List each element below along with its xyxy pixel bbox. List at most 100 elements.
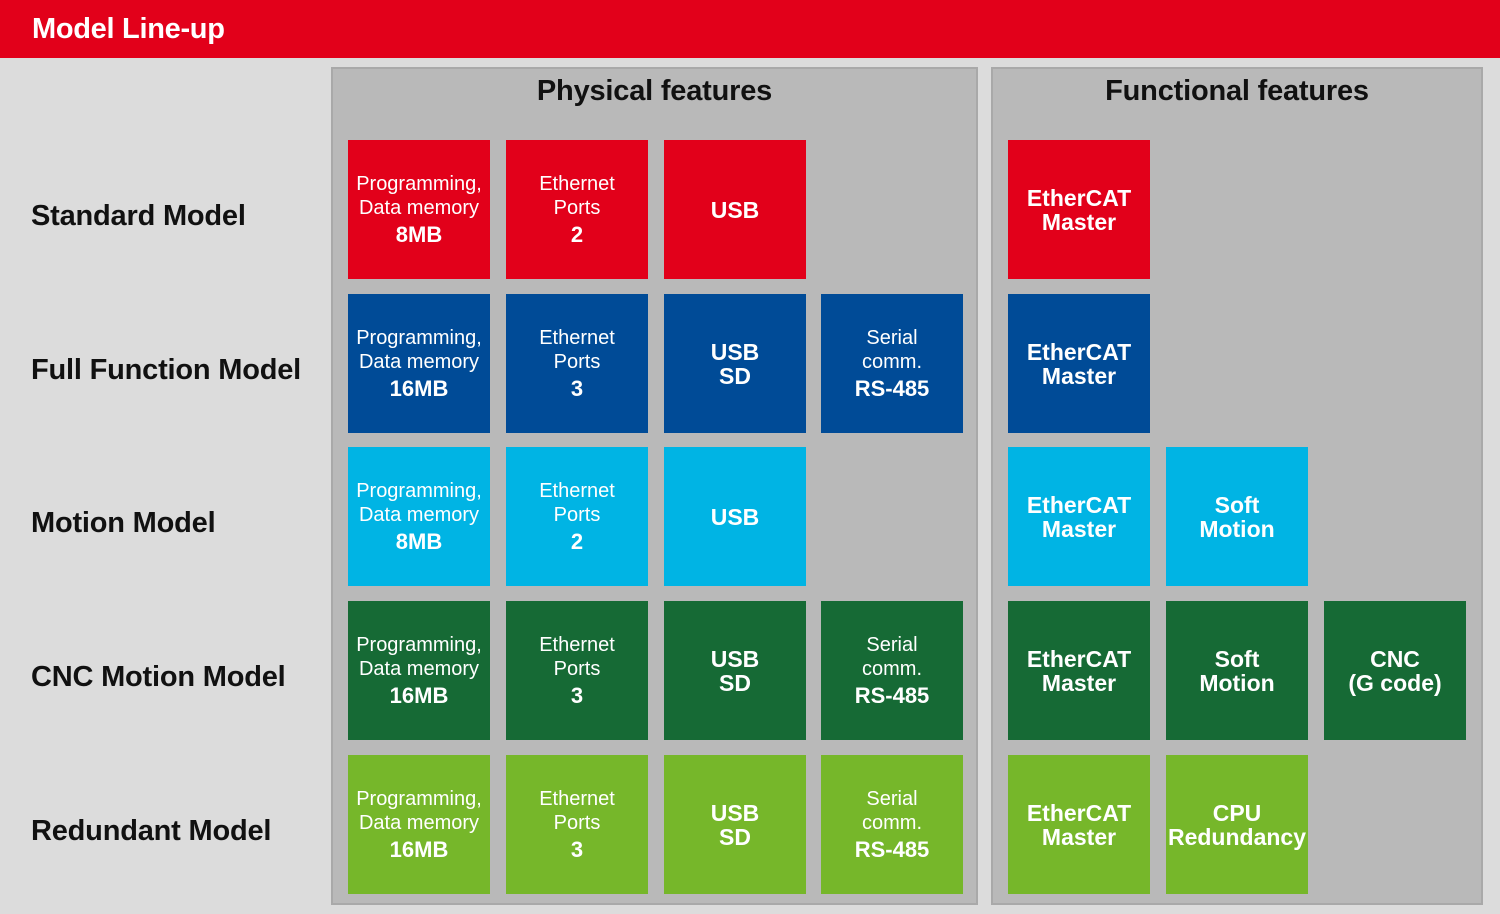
full-function-serial-cell: Serial comm. RS-485 (821, 294, 963, 433)
memory-line: Data memory (358, 811, 480, 834)
soft-motion-line: Soft (1214, 645, 1260, 672)
full-function-ethercat-cell: EtherCAT Master (1008, 294, 1150, 433)
serial-line: Serial (866, 326, 918, 349)
page-header: Model Line-up (0, 0, 1500, 58)
ethercat-line: EtherCAT (1026, 184, 1132, 211)
memory-line: Data memory (358, 657, 480, 680)
cnc-line: CNC (1370, 645, 1420, 672)
full-function-usb-sd-cell: USB SD (664, 294, 806, 433)
memory-size: 16MB (389, 682, 449, 708)
memory-size: 8MB (395, 221, 443, 247)
serial-line: comm. (862, 657, 922, 680)
ethernet-line: Ethernet (539, 326, 615, 349)
cnc-line: (G code) (1348, 669, 1442, 696)
redundant-cpu-redundancy-cell: CPU Redundancy (1166, 755, 1308, 894)
ethercat-line: Master (1041, 515, 1117, 542)
memory-line: Data memory (358, 503, 480, 526)
cnc-motion-memory-cell: Programming, Data memory 16MB (348, 601, 490, 740)
serial-standard: RS-485 (854, 375, 930, 401)
sd-label: SD (719, 669, 751, 696)
soft-motion-line: Soft (1214, 491, 1260, 518)
cnc-motion-cnc-cell: CNC (G code) (1324, 601, 1466, 740)
motion-memory-cell: Programming, Data memory 8MB (348, 447, 490, 586)
sd-label: SD (719, 823, 751, 850)
serial-standard: RS-485 (854, 682, 930, 708)
redundant-ethercat-cell: EtherCAT Master (1008, 755, 1150, 894)
functional-features-title: Functional features (1105, 75, 1369, 107)
memory-line: Programming, (356, 326, 482, 349)
motion-usb-cell: USB (664, 447, 806, 586)
memory-size: 16MB (389, 836, 449, 862)
ethercat-line: Master (1041, 669, 1117, 696)
redundant-usb-sd-cell: USB SD (664, 755, 806, 894)
memory-line: Programming, (356, 787, 482, 810)
cnc-motion-ethernet-cell: Ethernet Ports 3 (506, 601, 648, 740)
memory-line: Data memory (358, 196, 480, 219)
motion-ethernet-cell: Ethernet Ports 2 (506, 447, 648, 586)
standard-ethercat-cell: EtherCAT Master (1008, 140, 1150, 279)
usb-label: USB (710, 196, 760, 223)
ethernet-line: Ethernet (539, 479, 615, 502)
cnc-motion-usb-sd-cell: USB SD (664, 601, 806, 740)
ethernet-line: Ethernet (539, 787, 615, 810)
memory-size: 16MB (389, 375, 449, 401)
soft-motion-line: Motion (1199, 515, 1275, 542)
serial-line: Serial (866, 633, 918, 656)
serial-line: Serial (866, 787, 918, 810)
ethernet-count: 3 (570, 836, 584, 862)
ethercat-line: Master (1041, 208, 1117, 235)
soft-motion-line: Motion (1199, 669, 1275, 696)
memory-line: Programming, (356, 633, 482, 656)
cnc-motion-serial-cell: Serial comm. RS-485 (821, 601, 963, 740)
usb-label: USB (710, 338, 760, 365)
row-label-full-function: Full Function Model (31, 354, 302, 386)
memory-size: 8MB (395, 528, 443, 554)
ethernet-count: 3 (570, 682, 584, 708)
serial-line: comm. (862, 811, 922, 834)
ethernet-line: Ports (553, 811, 601, 834)
ethercat-line: Master (1041, 823, 1117, 850)
physical-features-title: Physical features (536, 75, 773, 107)
sd-label: SD (719, 362, 751, 389)
serial-standard: RS-485 (854, 836, 930, 862)
ethercat-line: Master (1041, 362, 1117, 389)
cpu-redundancy-line: CPU (1212, 799, 1262, 826)
usb-label: USB (710, 645, 760, 672)
memory-line: Programming, (356, 479, 482, 502)
ethernet-count: 3 (570, 375, 584, 401)
ethercat-line: EtherCAT (1026, 799, 1132, 826)
standard-usb-cell: USB (664, 140, 806, 279)
row-label-motion: Motion Model (31, 507, 216, 539)
memory-line: Data memory (358, 350, 480, 373)
motion-soft-motion-cell: Soft Motion (1166, 447, 1308, 586)
redundant-ethernet-cell: Ethernet Ports 3 (506, 755, 648, 894)
motion-ethercat-cell: EtherCAT Master (1008, 447, 1150, 586)
page-title: Model Line-up (32, 13, 225, 45)
ethercat-line: EtherCAT (1026, 338, 1132, 365)
cpu-redundancy-line: Redundancy (1167, 823, 1307, 850)
full-function-ethernet-cell: Ethernet Ports 3 (506, 294, 648, 433)
ethercat-line: EtherCAT (1026, 645, 1132, 672)
row-label-redundant: Redundant Model (31, 815, 272, 847)
cnc-motion-soft-motion-cell: Soft Motion (1166, 601, 1308, 740)
ethernet-line: Ethernet (539, 633, 615, 656)
ethernet-line: Ports (553, 657, 601, 680)
ethernet-line: Ports (553, 350, 601, 373)
redundant-serial-cell: Serial comm. RS-485 (821, 755, 963, 894)
serial-line: comm. (862, 350, 922, 373)
ethernet-count: 2 (570, 221, 584, 247)
redundant-memory-cell: Programming, Data memory 16MB (348, 755, 490, 894)
ethernet-line: Ports (553, 196, 601, 219)
standard-ethernet-cell: Ethernet Ports 2 (506, 140, 648, 279)
standard-memory-cell: Programming, Data memory 8MB (348, 140, 490, 279)
memory-line: Programming, (356, 172, 482, 195)
row-label-standard: Standard Model (31, 200, 246, 232)
ethernet-count: 2 (570, 528, 584, 554)
usb-label: USB (710, 503, 760, 530)
row-label-cnc-motion: CNC Motion Model (31, 661, 286, 693)
ethercat-line: EtherCAT (1026, 491, 1132, 518)
ethernet-line: Ethernet (539, 172, 615, 195)
full-function-memory-cell: Programming, Data memory 16MB (348, 294, 490, 433)
ethernet-line: Ports (553, 503, 601, 526)
usb-label: USB (710, 799, 760, 826)
